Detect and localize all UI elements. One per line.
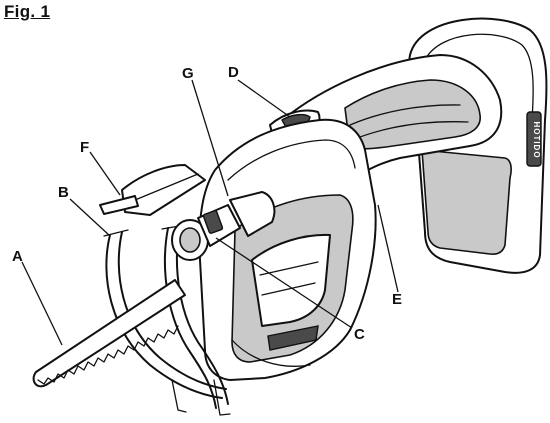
callout-g: G: [182, 65, 194, 82]
callout-d: D: [228, 64, 239, 81]
leader-C: [215, 237, 353, 329]
shoe-lever: [99, 164, 206, 216]
blade-guard: [103, 224, 231, 416]
figure-title: Fig. 1: [4, 2, 51, 21]
callout-e: E: [392, 291, 402, 308]
leader-A: [21, 261, 63, 346]
leader-F: [89, 151, 121, 196]
leader-G: [191, 79, 229, 197]
blade-clamp: [171, 191, 276, 261]
fuel-gauge-panel: [526, 111, 542, 167]
callout-a: A: [12, 248, 23, 265]
callout-b: B: [58, 184, 69, 201]
saw-blade: [32, 279, 186, 388]
fuel-gauge-text: HOTIDO: [532, 121, 541, 158]
motor-housing: [198, 118, 377, 381]
callout-f: F: [80, 139, 89, 156]
leader-E: [377, 204, 399, 293]
callout-c: C: [354, 326, 365, 343]
leader-D: [237, 79, 291, 118]
leader-B: [69, 198, 111, 237]
